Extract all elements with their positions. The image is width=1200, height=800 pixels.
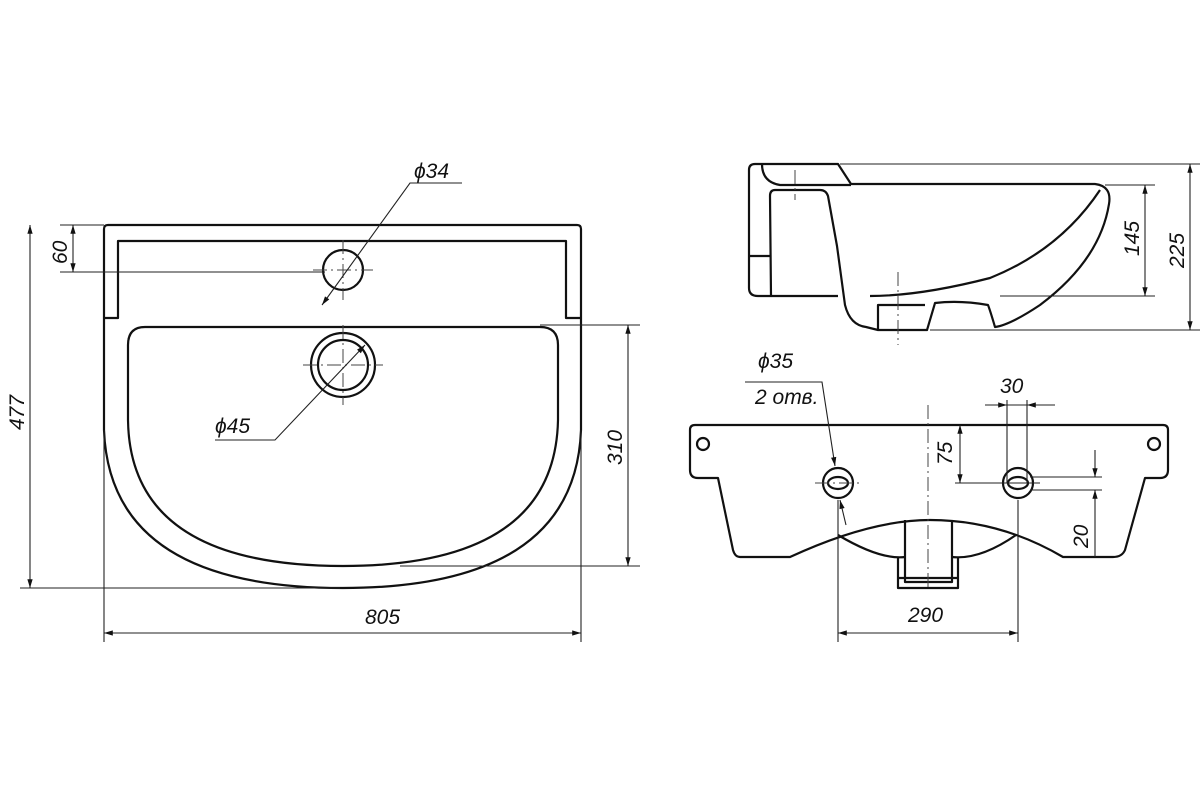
sink-outline	[102, 223, 583, 590]
overall-height-label: 225	[1166, 233, 1189, 269]
drain-inner	[316, 338, 370, 392]
bottom-view: ϕ35 2 отв. 30 75 20 290	[688, 350, 1170, 642]
mount-hole-diameter-label: ϕ35	[758, 350, 793, 373]
hole-spacing-label: 290	[907, 604, 943, 627]
drain-diameter-label: ϕ45	[215, 415, 250, 438]
mount-hole-count-label: 2 отв.	[754, 386, 818, 409]
slot-length-label: 30	[1000, 375, 1024, 398]
front-view: ϕ34 ϕ45 60 477 310 805	[6, 160, 640, 642]
slot-offset-label: 20	[1070, 524, 1093, 549]
side-view: 145 225	[747, 162, 1200, 345]
overall-depth-label: 477	[6, 394, 29, 430]
hole-offset-label: 75	[934, 441, 957, 465]
drain-outer	[309, 331, 377, 399]
back-height-label: 60	[49, 240, 72, 264]
overall-width-label: 805	[365, 606, 400, 629]
side-profile	[747, 162, 1111, 332]
tap-hole-diameter-label: ϕ34	[414, 160, 449, 183]
bowl-depth-label: 310	[604, 430, 627, 465]
back-ledge	[104, 239, 581, 320]
rear-profile	[688, 423, 1170, 559]
bowl-height-label: 145	[1121, 221, 1144, 256]
bowl-outline	[126, 325, 560, 568]
